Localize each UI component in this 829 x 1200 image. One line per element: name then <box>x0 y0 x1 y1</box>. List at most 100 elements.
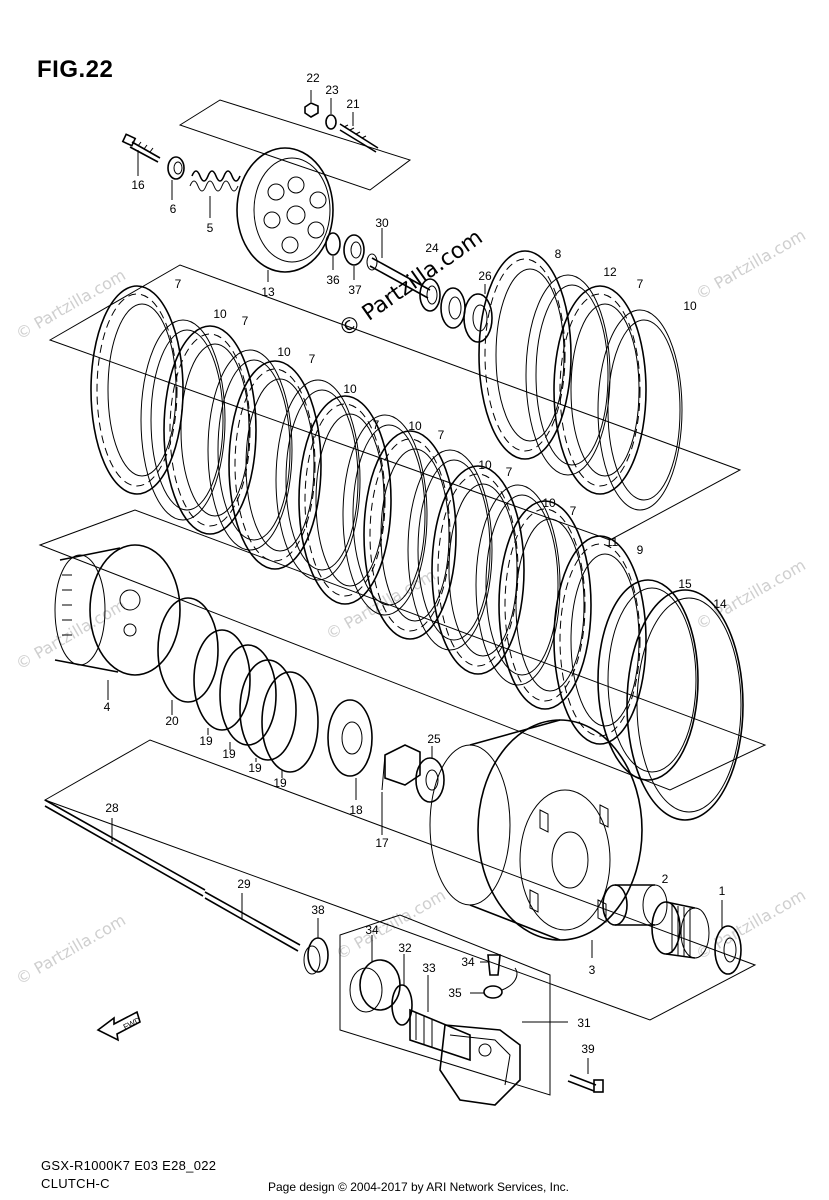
callout-10: 10 <box>542 496 556 510</box>
watermark-faint: © Partzilla.com <box>693 885 809 963</box>
callout-28: 28 <box>105 801 119 815</box>
callout-10: 10 <box>213 307 227 321</box>
callout-34: 34 <box>365 923 379 937</box>
washer-23 <box>325 98 337 130</box>
callout-7: 7 <box>438 428 445 442</box>
watermark-faint: © Partzilla.com <box>323 565 439 643</box>
hub-group-box <box>38 509 767 791</box>
callout-8: 8 <box>555 247 562 261</box>
callout-24: 24 <box>425 241 439 255</box>
callout-32: 32 <box>398 941 412 955</box>
callout-19: 19 <box>273 776 287 790</box>
callout-22: 22 <box>306 71 320 85</box>
release-group-box <box>339 914 551 1096</box>
seat-14 <box>626 589 744 821</box>
callout-7: 7 <box>309 352 316 366</box>
bearing-37 <box>343 234 365 280</box>
callout-17: 17 <box>375 836 389 850</box>
callout-23: 23 <box>325 83 339 97</box>
washer-25 <box>415 746 445 803</box>
callout-14: 14 <box>713 597 727 611</box>
spring-5 <box>189 170 241 218</box>
piston-33 <box>409 975 471 1062</box>
watermark-faint: © Partzilla.com <box>693 225 809 303</box>
bolt-39 <box>567 1058 604 1093</box>
washer-1 <box>714 900 742 975</box>
needle-bearing <box>651 901 710 959</box>
callout-18: 18 <box>349 803 363 817</box>
cam-17 <box>381 744 421 835</box>
callout-7: 7 <box>242 314 249 328</box>
callout-38: 38 <box>311 903 325 917</box>
oil-seal-38 <box>303 918 329 975</box>
callout-10: 10 <box>408 419 422 433</box>
section-name: CLUTCH-C <box>41 1176 110 1191</box>
copyright-footer: Page design © 2004-2017 by ARI Network S… <box>268 1180 570 1194</box>
push-rod-29 <box>204 891 301 952</box>
callout-10: 10 <box>343 382 357 396</box>
callout-15: 15 <box>678 577 692 591</box>
spring-seat-6 <box>167 156 185 200</box>
watermark-faint: © Partzilla.com <box>333 885 449 963</box>
callout-1: 1 <box>719 884 726 898</box>
callout-30: 30 <box>375 216 389 230</box>
callout-16: 16 <box>131 178 145 192</box>
callout-39: 39 <box>581 1042 595 1056</box>
callout-12: 12 <box>603 265 617 279</box>
callout-29: 29 <box>237 877 251 891</box>
nut-22 <box>304 90 319 118</box>
rod-30 <box>366 228 431 299</box>
callout-10: 10 <box>683 299 697 313</box>
pressure-plate-group-box <box>178 99 412 191</box>
callout-36: 36 <box>326 273 340 287</box>
washer-24 <box>419 278 441 312</box>
clutch-plate-stack <box>90 250 683 745</box>
clutch-sleeve-hub-4 <box>54 544 181 700</box>
bleeder-34 <box>480 954 501 976</box>
o-ring-32 <box>391 954 413 1026</box>
pressure-plate-13 <box>236 147 334 282</box>
callout-37: 37 <box>348 283 362 297</box>
figure-title: FIG.22 <box>37 56 114 83</box>
washer-36 <box>325 232 341 270</box>
springs-19 <box>193 629 319 778</box>
spring-washer-15 <box>597 579 699 781</box>
primary-driven-gear-3 <box>429 719 643 958</box>
callout-6: 6 <box>170 202 177 216</box>
cam-18 <box>327 699 373 800</box>
stud-21 <box>339 112 379 153</box>
callout-19: 19 <box>222 747 236 761</box>
callout-11: 11 <box>606 535 619 549</box>
callout-4: 4 <box>104 700 111 714</box>
spacer-2 <box>602 884 668 926</box>
callout-7: 7 <box>373 418 380 432</box>
basket-group-box <box>43 739 757 1021</box>
callout-2: 2 <box>662 872 669 886</box>
callout-7: 7 <box>637 277 644 291</box>
watermark-faint: © Partzilla.com <box>13 910 129 988</box>
watermark-faint: © Partzilla.com <box>693 555 809 633</box>
watermark-layer: © Partzilla.com © Partzilla.com © Partzi… <box>13 225 809 988</box>
push-rod-28 <box>44 799 206 897</box>
callout-21: 21 <box>346 97 360 111</box>
fwd-arrow-icon: FWD <box>96 1010 142 1042</box>
callout-20: 20 <box>165 714 179 728</box>
clutch-release-cylinder-31 <box>439 1021 568 1106</box>
callout-13: 13 <box>261 285 275 299</box>
bolt-16 <box>121 133 161 176</box>
callout-34: 34 <box>461 955 475 969</box>
callout-3: 3 <box>589 963 596 977</box>
callout-7: 7 <box>175 277 182 291</box>
washer-25-top <box>440 287 466 329</box>
callout-7: 7 <box>506 465 513 479</box>
callout-9: 9 <box>637 543 644 557</box>
callout-19: 19 <box>248 761 262 775</box>
callout-33: 33 <box>422 961 436 975</box>
callout-19: 19 <box>199 734 213 748</box>
callout-35: 35 <box>448 986 462 1000</box>
callout-31: 31 <box>577 1016 591 1030</box>
bleeder-cap-35 <box>470 967 518 999</box>
callout-10: 10 <box>277 345 291 359</box>
model-code: GSX-R1000K7 E03 E28_022 <box>41 1158 217 1173</box>
